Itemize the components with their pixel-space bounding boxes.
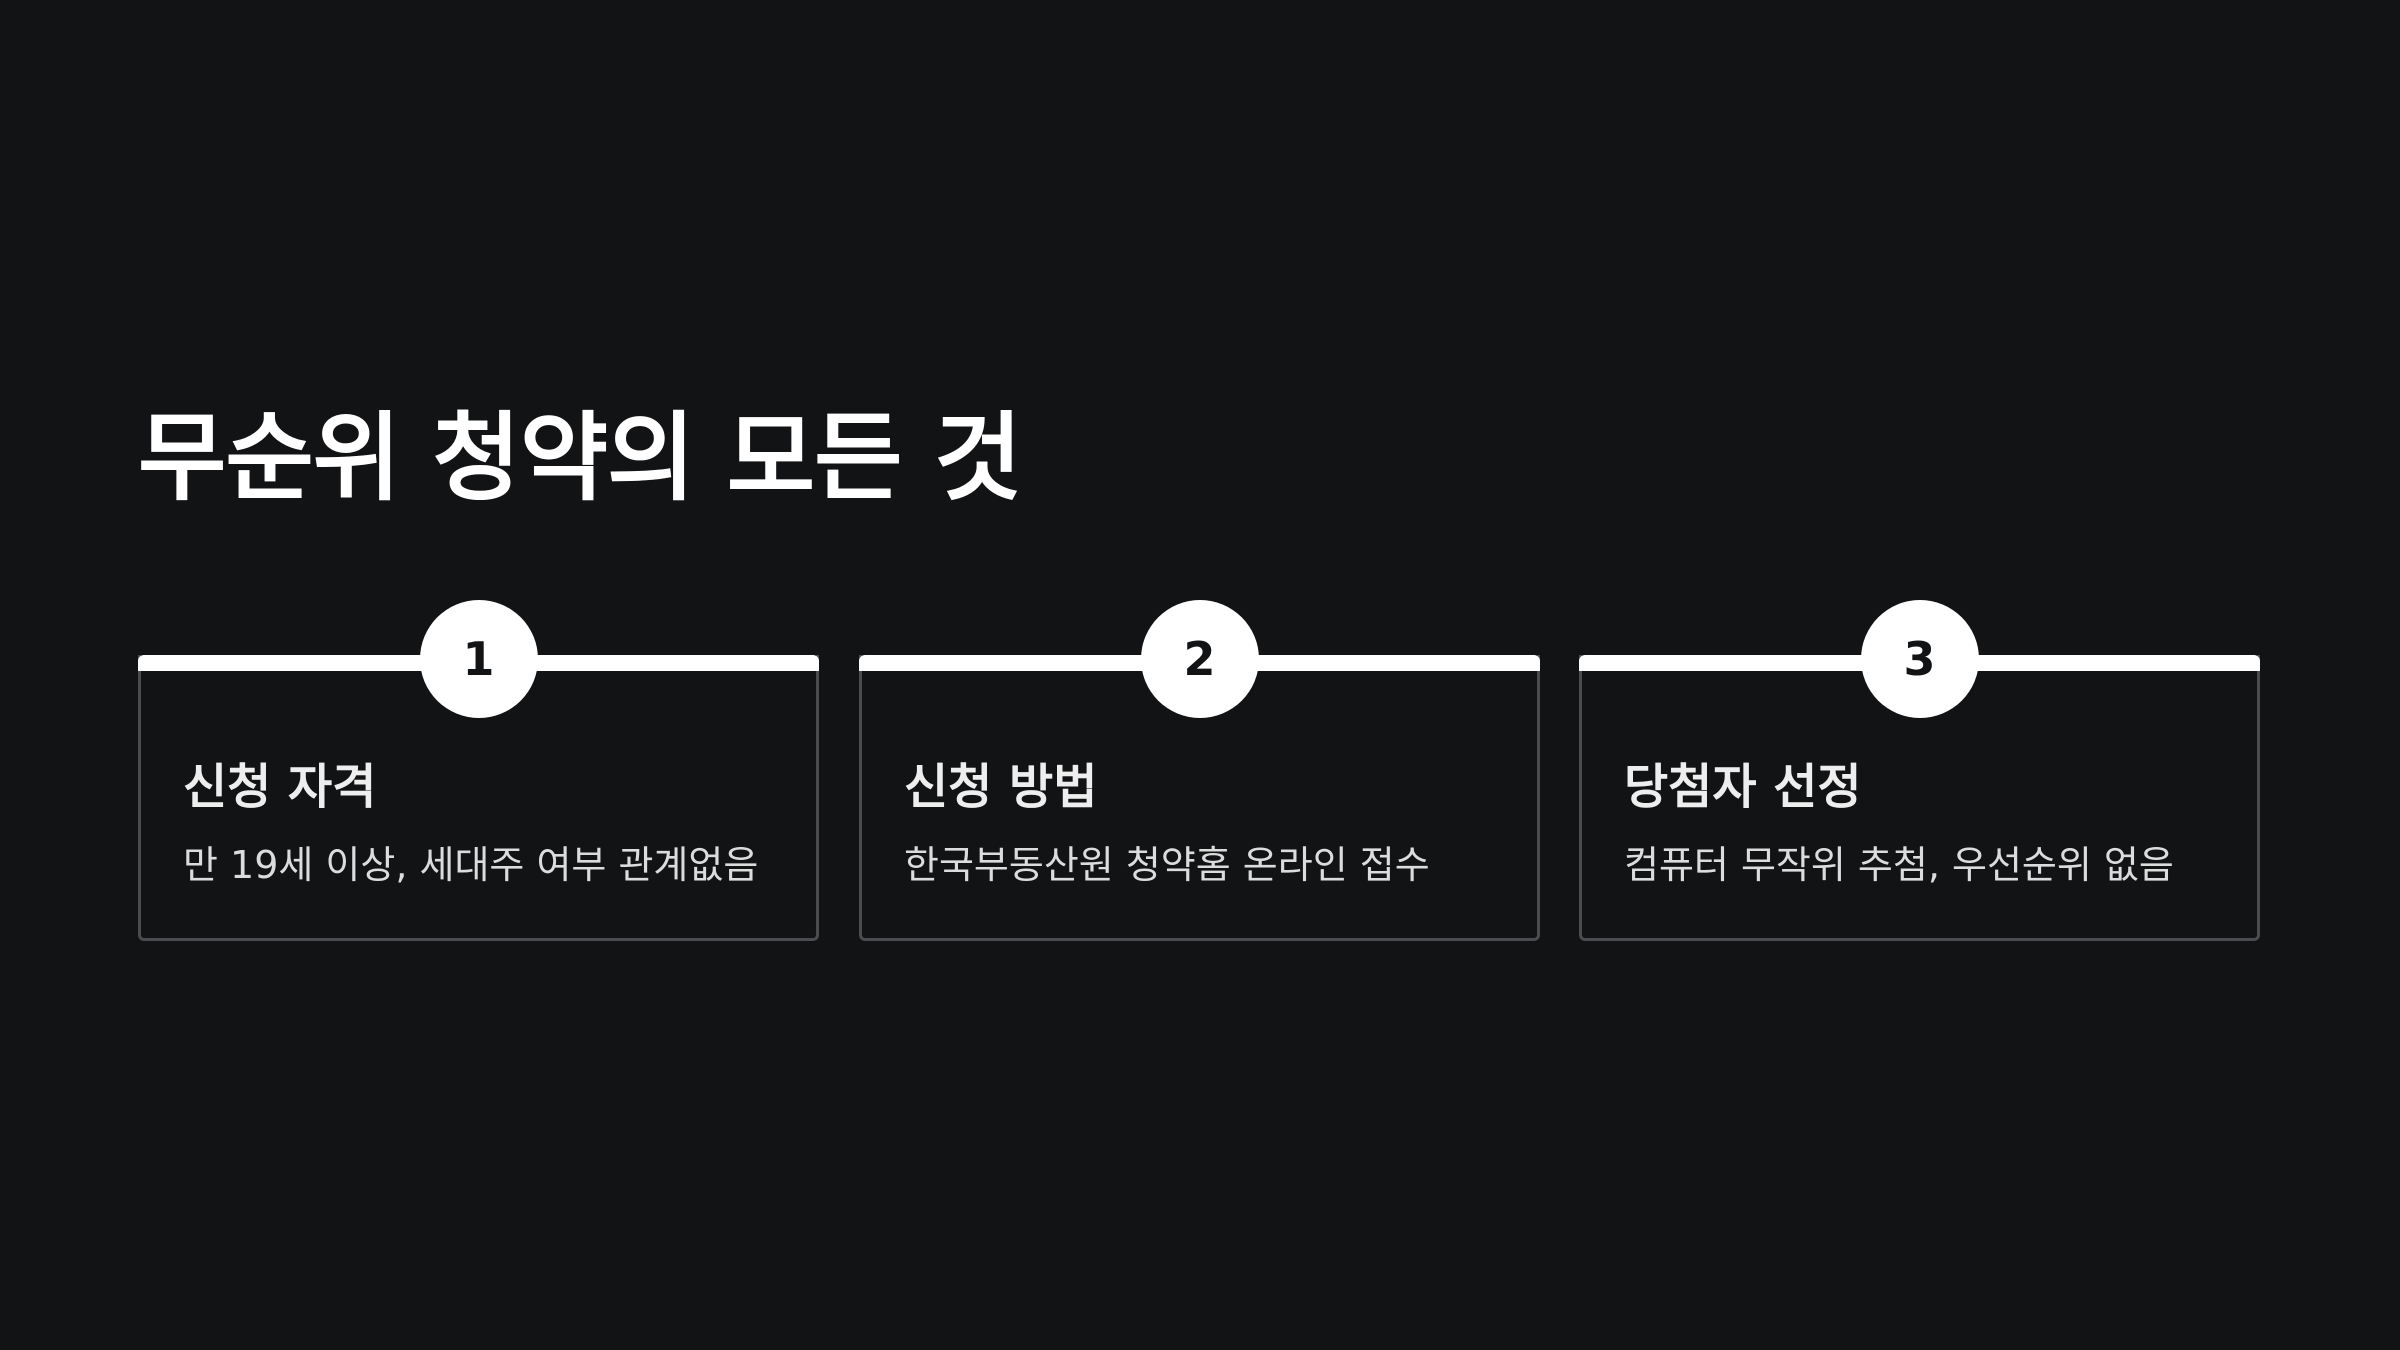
step-description: 만 19세 이상, 세대주 여부 관계없음: [183, 843, 759, 887]
step-title: 신청 방법: [904, 759, 1098, 815]
step-title: 당첨자 선정: [1624, 759, 1862, 815]
step-number: 1: [462, 632, 495, 686]
step-number: 3: [1903, 632, 1936, 686]
step-number-badge: 1: [419, 600, 538, 718]
step-card-eligibility: 1 신청 자격 만 19세 이상, 세대주 여부 관계없음: [138, 600, 819, 941]
step-number-badge: 2: [1140, 600, 1259, 718]
step-number: 2: [1183, 632, 1216, 686]
step-card-selection: 3 당첨자 선정 컴퓨터 무작위 추첨, 우선순위 없음: [1579, 600, 2260, 941]
step-cards: 1 신청 자격 만 19세 이상, 세대주 여부 관계없음 2 신청 방법 한국…: [138, 600, 2262, 941]
page-title: 무순위 청약의 모든 것: [138, 402, 1022, 514]
step-number-badge: 3: [1860, 600, 1979, 718]
step-card-method: 2 신청 방법 한국부동산원 청약홈 온라인 접수: [859, 600, 1540, 941]
step-description: 컴퓨터 무작위 추첨, 우선순위 없음: [1624, 843, 2174, 887]
step-description: 한국부동산원 청약홈 온라인 접수: [904, 843, 1430, 887]
step-title: 신청 자격: [183, 759, 377, 815]
